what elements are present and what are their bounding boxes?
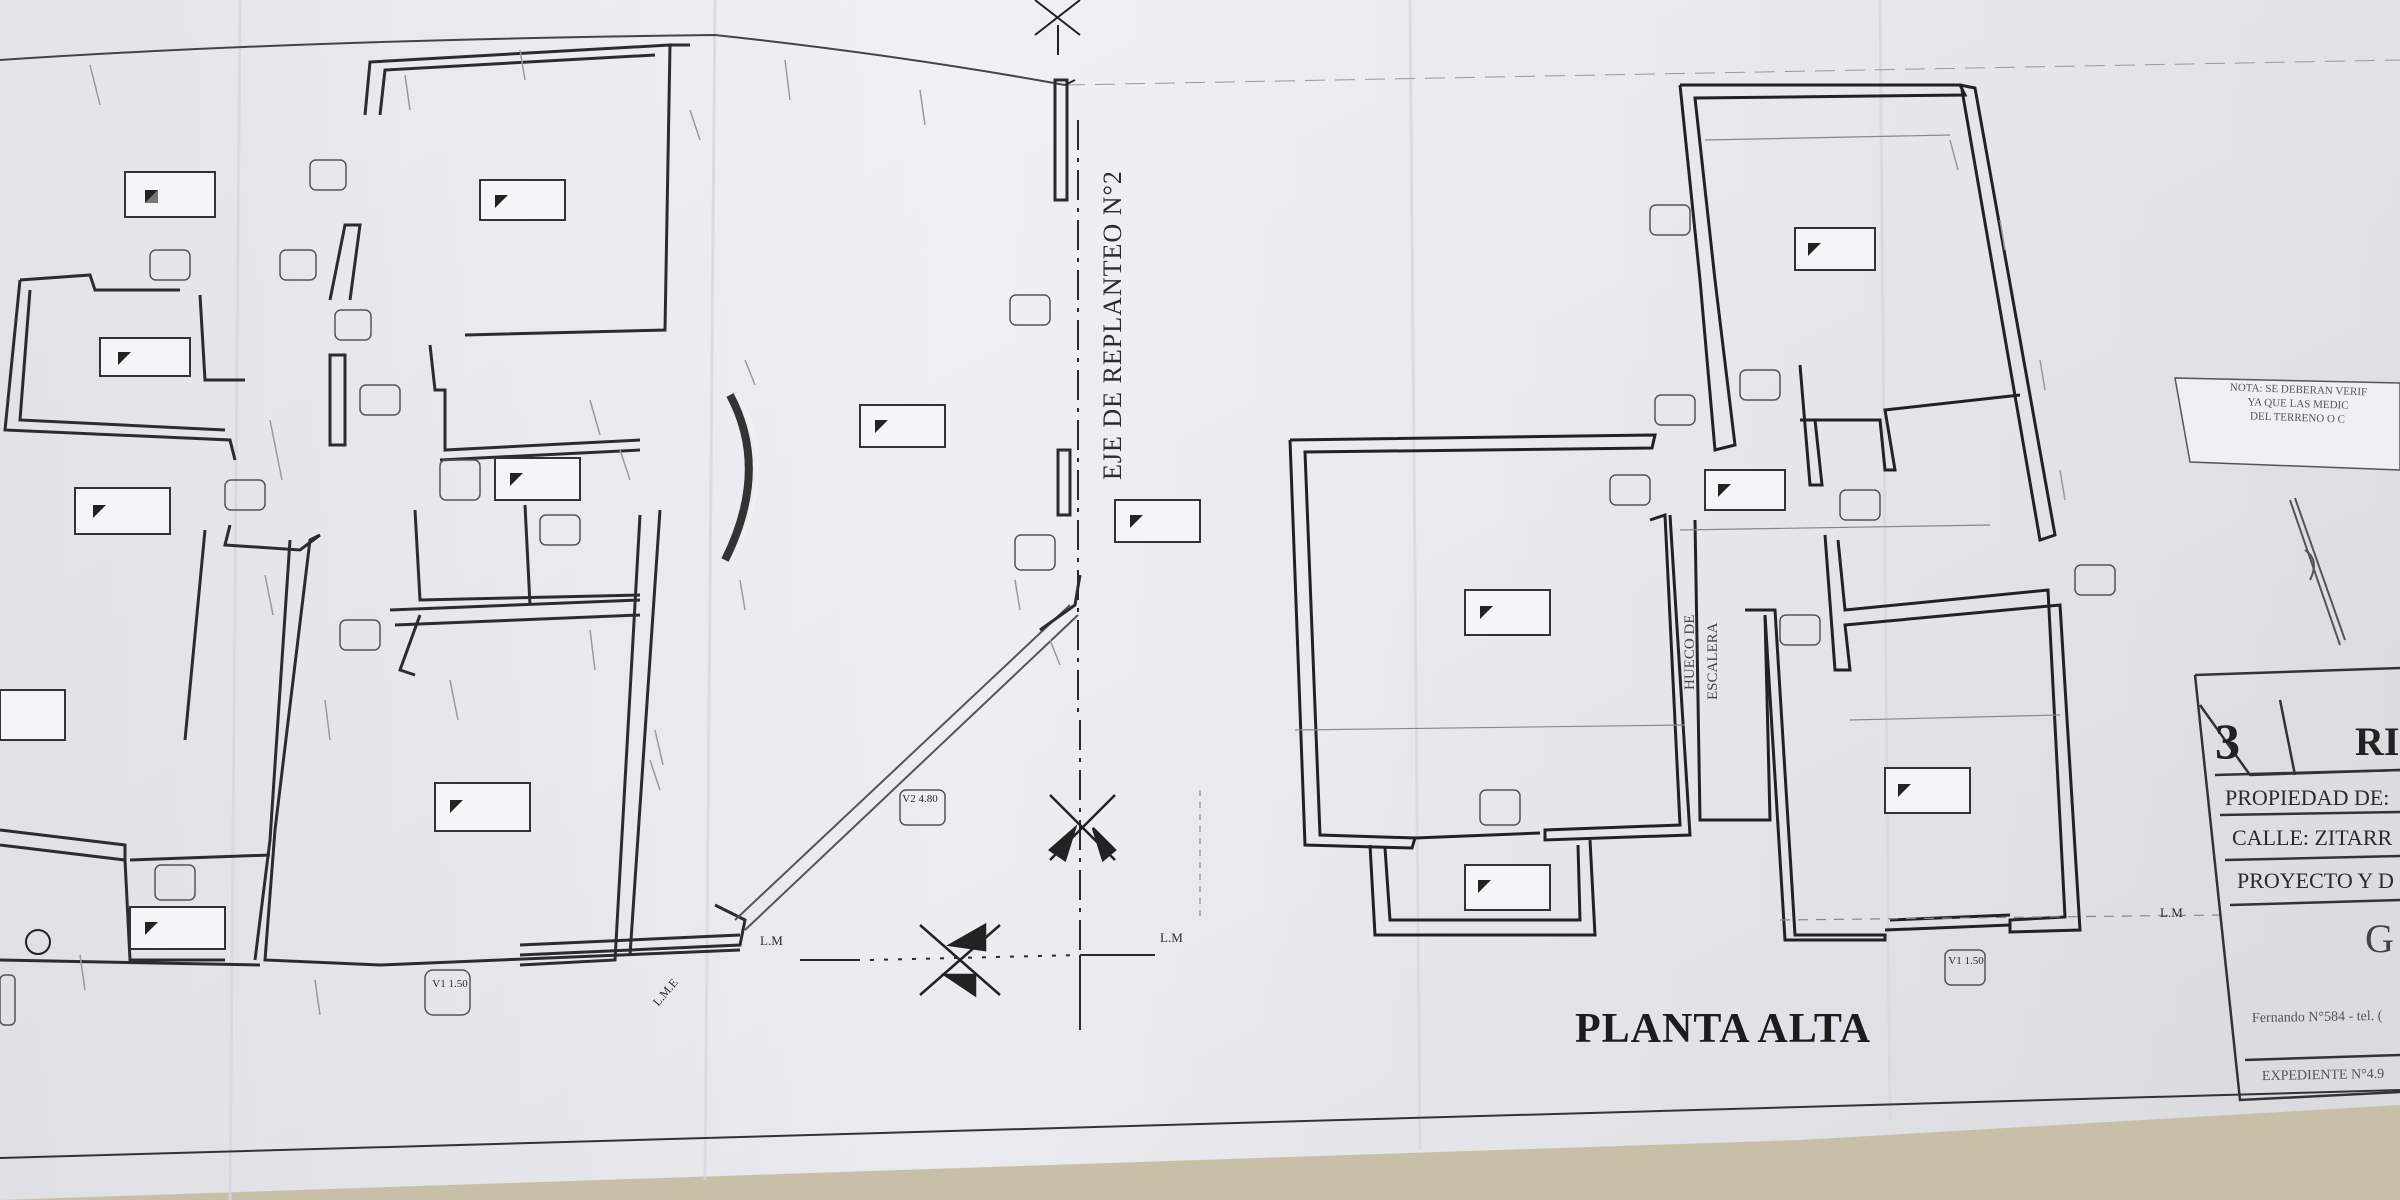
- lm-label-3: L.M: [2160, 905, 2183, 920]
- address-field: Fernando N°584 - tel. (: [2251, 1008, 2383, 1027]
- survey-mark-3: [1034, 0, 1081, 55]
- diagonal-wall: [734, 604, 1079, 931]
- north-arrow: [2289, 497, 2346, 646]
- street-field: CALLE: ZITARR: [2232, 825, 2393, 850]
- title-block: [2193, 666, 2400, 1102]
- level-marker-symbols: [25, 190, 1911, 955]
- upper-floor-dimension-lines: [1199, 134, 2221, 921]
- opening-tags: [0, 159, 2116, 1026]
- fold-creases: [228, 0, 1892, 1200]
- lm-label-2: L.M: [1160, 930, 1183, 945]
- survey-mark-1: [1047, 794, 1117, 863]
- tag-v1-upper: V1 1.50: [1948, 955, 1984, 967]
- note-text: NOTA: SE DEBERAN VERIF YA QUE LAS MEDIC …: [2182, 379, 2400, 429]
- tag-v1: V1 1.50: [432, 978, 468, 990]
- drawing-border-bottom: [0, 1089, 2400, 1159]
- dimension-annotations: [79, 49, 2066, 1016]
- file-number: EXPEDIENTE N°4.9: [2261, 1066, 2385, 1085]
- plan-title: PLANTA ALTA: [1575, 1006, 1872, 1052]
- title-initial: G: [2365, 916, 2394, 961]
- curved-wall: [721, 393, 753, 562]
- lm-label-1: L.M: [760, 933, 783, 948]
- axis-line: [1053, 78, 1081, 1030]
- note-box: [2174, 377, 2400, 471]
- stair-label-1: HUECO DE: [1682, 614, 1698, 690]
- tag-v2: V2 4.80: [902, 793, 938, 805]
- property-boundary-arc: [0, 33, 1066, 86]
- left-floor-plan: [0, 43, 747, 967]
- owner-field: PROPIEDAD DE:: [2225, 785, 2390, 810]
- upper-floor-plan: [1288, 83, 2082, 942]
- sheet-number: 3: [2215, 713, 2240, 769]
- project-field: PROYECTO Y D: [2237, 868, 2394, 893]
- axis-label: EJE DE REPLANTEO N°2: [1098, 170, 1127, 480]
- line-municipal: [800, 954, 1155, 1025]
- survey-mark-2: [919, 922, 1001, 998]
- sheet-title: RI: [2355, 719, 2400, 764]
- stair-label-2: ESCALERA: [1705, 622, 1721, 700]
